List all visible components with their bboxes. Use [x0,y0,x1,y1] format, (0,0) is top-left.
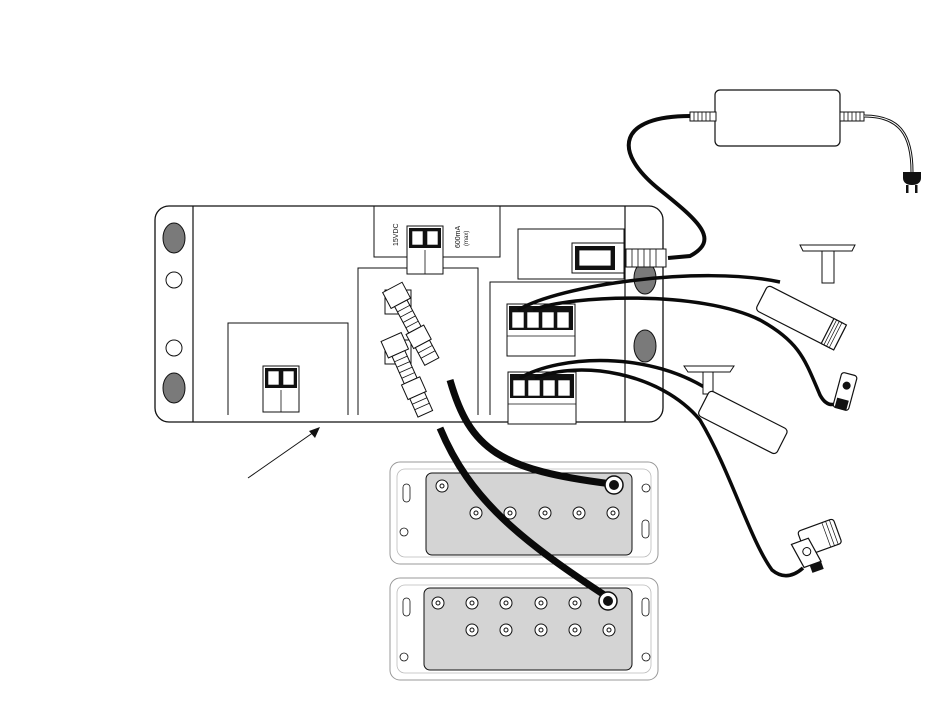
current-label: 600mA [455,225,462,248]
camera-icon [788,519,848,577]
screw-hole [166,272,182,288]
camera-icon [833,372,858,411]
camera-icon [755,245,855,350]
terminal-block-icon [507,304,575,356]
mount-hole-bottom-left [163,373,185,403]
terminal-block-icon [263,366,299,412]
screw-hole [166,340,182,356]
mount-hole-top-left [163,223,185,253]
voltage-label: 15VDC [393,223,400,246]
mount-hole-bottom-right [634,330,656,362]
power-plug-icon [903,172,921,193]
camera-icon [684,366,788,455]
power-adapter [690,90,864,146]
dc-plug [626,249,666,267]
current-note: (max) [464,231,470,246]
pointer-arrow [248,427,320,478]
patch-panel-lower [390,578,658,680]
power-terminal [407,226,443,274]
terminal-block-icon [508,372,576,424]
